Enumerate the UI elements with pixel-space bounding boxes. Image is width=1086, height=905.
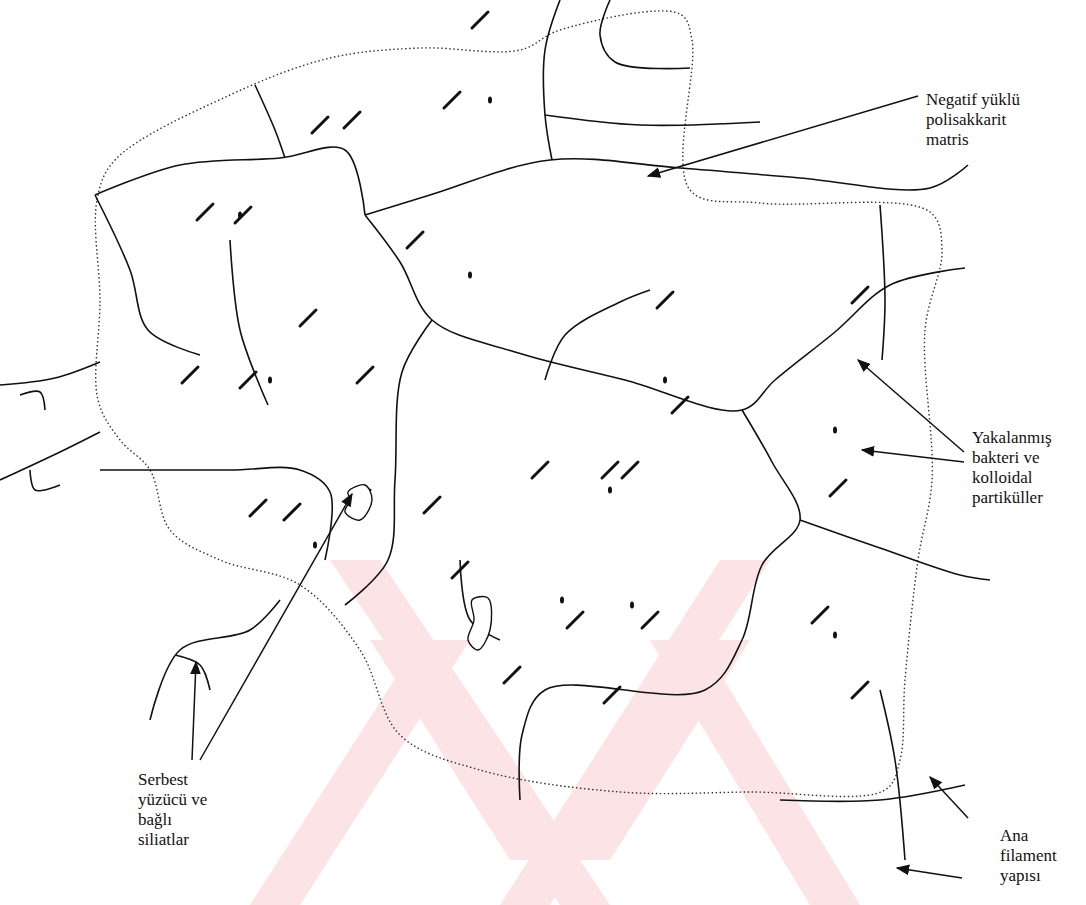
- watermark: [250, 560, 860, 905]
- bacterium: [407, 232, 423, 248]
- colloidal-particle: [630, 602, 634, 609]
- bacterium: [235, 207, 251, 223]
- bacterium: [672, 397, 688, 413]
- bacterium: [622, 462, 638, 478]
- bacterium: [284, 504, 300, 520]
- bacterium: [197, 204, 213, 220]
- bacterium: [424, 497, 440, 513]
- filament: [365, 215, 965, 411]
- filament: [95, 147, 365, 215]
- callout-label: Negatif yüklü polisakkarit matris: [926, 90, 1044, 150]
- colloidal-particle: [608, 487, 612, 494]
- colloidal-particle: [663, 377, 667, 384]
- filament: [880, 690, 905, 860]
- callout-label: Yakalanmış bakteri ve kolloidal partikül…: [972, 428, 1078, 508]
- colloidal-particle: [833, 632, 837, 639]
- filament: [543, 0, 560, 160]
- leader-arrow: [897, 868, 962, 878]
- floc-outline: [95, 11, 942, 797]
- callout-label: Serbest yüzücü ve bağlı siliatlar: [138, 770, 222, 850]
- filament: [95, 195, 200, 355]
- leader-arrow: [858, 360, 964, 452]
- bacteria: [182, 12, 868, 703]
- leader-arrow: [200, 494, 352, 760]
- leader-arrow: [648, 96, 918, 176]
- bacterium: [604, 687, 620, 703]
- leader-arrow: [930, 777, 968, 818]
- callout-label: Ana filament yapısı: [1000, 826, 1078, 886]
- bacterium: [472, 12, 488, 28]
- filament: [150, 600, 280, 720]
- leader-lines: [192, 96, 968, 878]
- filament: [545, 115, 760, 125]
- filament: [255, 85, 285, 158]
- colloidal-particle: [268, 377, 272, 384]
- filament: [0, 362, 100, 385]
- bacterium: [312, 117, 328, 133]
- bacterium: [182, 367, 198, 383]
- floc-boundary: [95, 11, 942, 797]
- bacterium: [444, 92, 460, 108]
- filament: [230, 240, 268, 405]
- filament: [519, 410, 800, 800]
- leader-arrow: [192, 662, 196, 760]
- filament: [100, 467, 332, 560]
- filament: [780, 785, 965, 801]
- ciliate: [345, 485, 372, 520]
- filament: [175, 655, 210, 690]
- bacterium: [852, 287, 868, 303]
- bacterium: [532, 462, 548, 478]
- bacterium: [504, 667, 520, 683]
- bacterium: [812, 607, 828, 623]
- bacterium: [240, 372, 256, 388]
- filament: [600, 0, 690, 69]
- colloidal-particle: [833, 427, 837, 434]
- colloidal-particle: [488, 97, 492, 104]
- colloidal-particle: [238, 212, 242, 219]
- ciliates: [345, 485, 492, 650]
- bacterium: [344, 112, 360, 128]
- bacterium: [642, 612, 658, 628]
- filament: [30, 470, 60, 491]
- bacterium: [357, 367, 373, 383]
- filament: [365, 159, 968, 215]
- colloidal-particle: [560, 597, 564, 604]
- bacterium: [567, 612, 583, 628]
- bacterium: [852, 682, 868, 698]
- bacterium: [452, 562, 468, 578]
- filament: [0, 432, 100, 480]
- filament: [880, 205, 885, 360]
- ciliate: [468, 597, 492, 650]
- bacterium: [250, 500, 266, 516]
- bacterium: [602, 462, 618, 478]
- filaments: [0, 0, 990, 860]
- filament: [345, 320, 432, 605]
- colloidal-particle: [313, 542, 317, 549]
- filament: [545, 290, 650, 380]
- filament: [20, 391, 45, 410]
- watermark-chevron: [500, 560, 770, 905]
- colloidal-particle: [468, 272, 472, 279]
- bacterium: [657, 292, 673, 308]
- filament: [800, 520, 990, 580]
- bacterium: [300, 310, 316, 326]
- bacterium: [830, 480, 846, 496]
- leader-arrow: [862, 450, 964, 462]
